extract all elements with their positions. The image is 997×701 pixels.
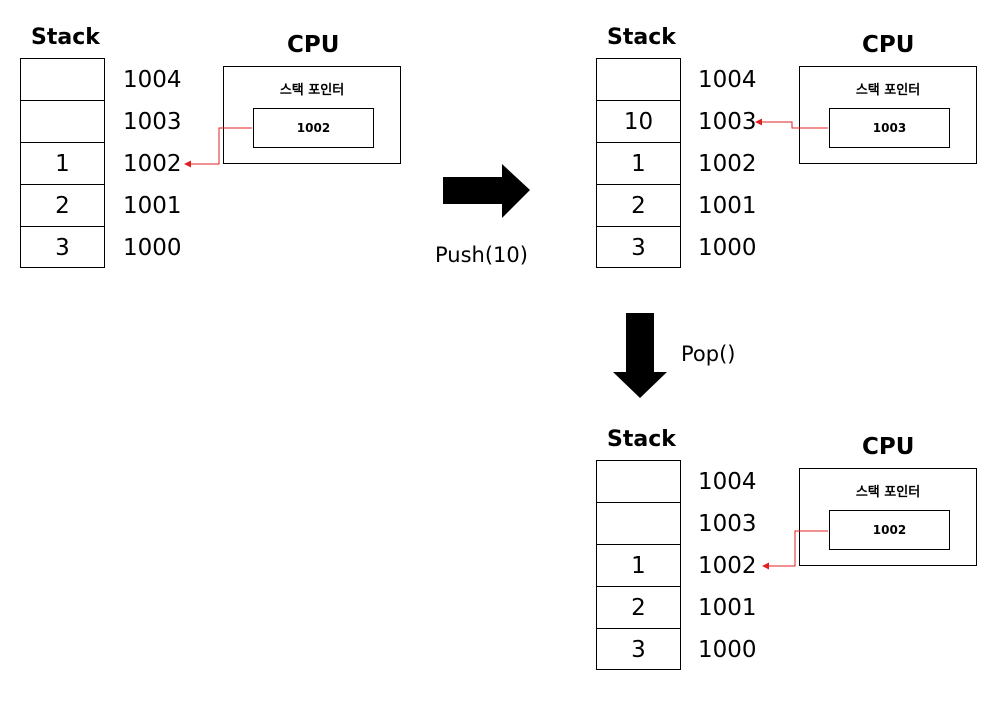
stack-memory: 10 1 2 3 [596,58,681,268]
address-label: 1004 [698,67,757,93]
right-arrow-icon [443,164,530,218]
cpu-box: 스택 포인터 1002 [223,66,401,164]
stack-cell-1002: 1 [597,545,680,587]
stack-pointer-label: 스택 포인터 [855,485,921,500]
address-label: 1002 [698,553,757,579]
stack-cell-1004 [597,461,680,503]
stack-cell-1000: 3 [55,235,70,261]
address-label: 1000 [698,235,757,261]
address-label: 1003 [123,109,182,135]
address-label: 1000 [698,637,757,663]
stack-cell-1002: 1 [597,143,680,185]
stack-cell-1004 [21,59,104,101]
stack-pointer-register: 1003 [829,108,950,148]
stack-cell-1000: 3 [631,637,646,663]
address-label: 1001 [698,595,757,621]
stack-cell-1001: 2 [597,587,680,629]
cpu-title: CPU [287,32,340,58]
stack-pointer-label: 스택 포인터 [279,83,345,98]
address-label: 1002 [123,151,182,177]
stack-cell-1001: 2 [597,185,680,227]
address-label: 1000 [123,235,182,261]
address-label: 1003 [698,109,757,135]
stack-cell-1003: 10 [597,101,680,143]
cpu-title: CPU [862,434,915,460]
stack-memory: 1 2 3 [20,58,105,268]
down-arrow-icon [613,313,667,398]
stack-cell-1002: 1 [21,143,104,185]
address-label: 1004 [123,67,182,93]
stack-cell-1003 [21,101,104,143]
stack-cell-1004 [597,59,680,101]
address-label: 1002 [698,151,757,177]
address-label: 1001 [698,193,757,219]
stack-memory: 1 2 3 [596,460,681,670]
stack-pointer-arrow [755,118,828,129]
address-label: 1003 [698,511,757,537]
push-operation-label: Push(10) [435,243,528,267]
pop-operation-label: Pop() [681,342,736,366]
stack-title: Stack [31,25,100,50]
cpu-title: CPU [862,32,915,58]
address-label: 1001 [123,193,182,219]
cpu-box: 스택 포인터 1003 [799,66,977,164]
stack-title: Stack [607,25,676,50]
stack-cell-1000: 3 [631,235,646,261]
stack-cell-1001: 2 [21,185,104,227]
cpu-box: 스택 포인터 1002 [799,468,977,566]
stack-pointer-register: 1002 [253,108,374,148]
stack-title: Stack [607,427,676,452]
stack-cell-1003 [597,503,680,545]
stack-pointer-register: 1002 [829,510,950,550]
stack-pointer-label: 스택 포인터 [855,83,921,98]
stack-pointer-arrow [184,127,252,168]
stack-pointer-arrow [762,530,828,570]
address-label: 1004 [698,469,757,495]
